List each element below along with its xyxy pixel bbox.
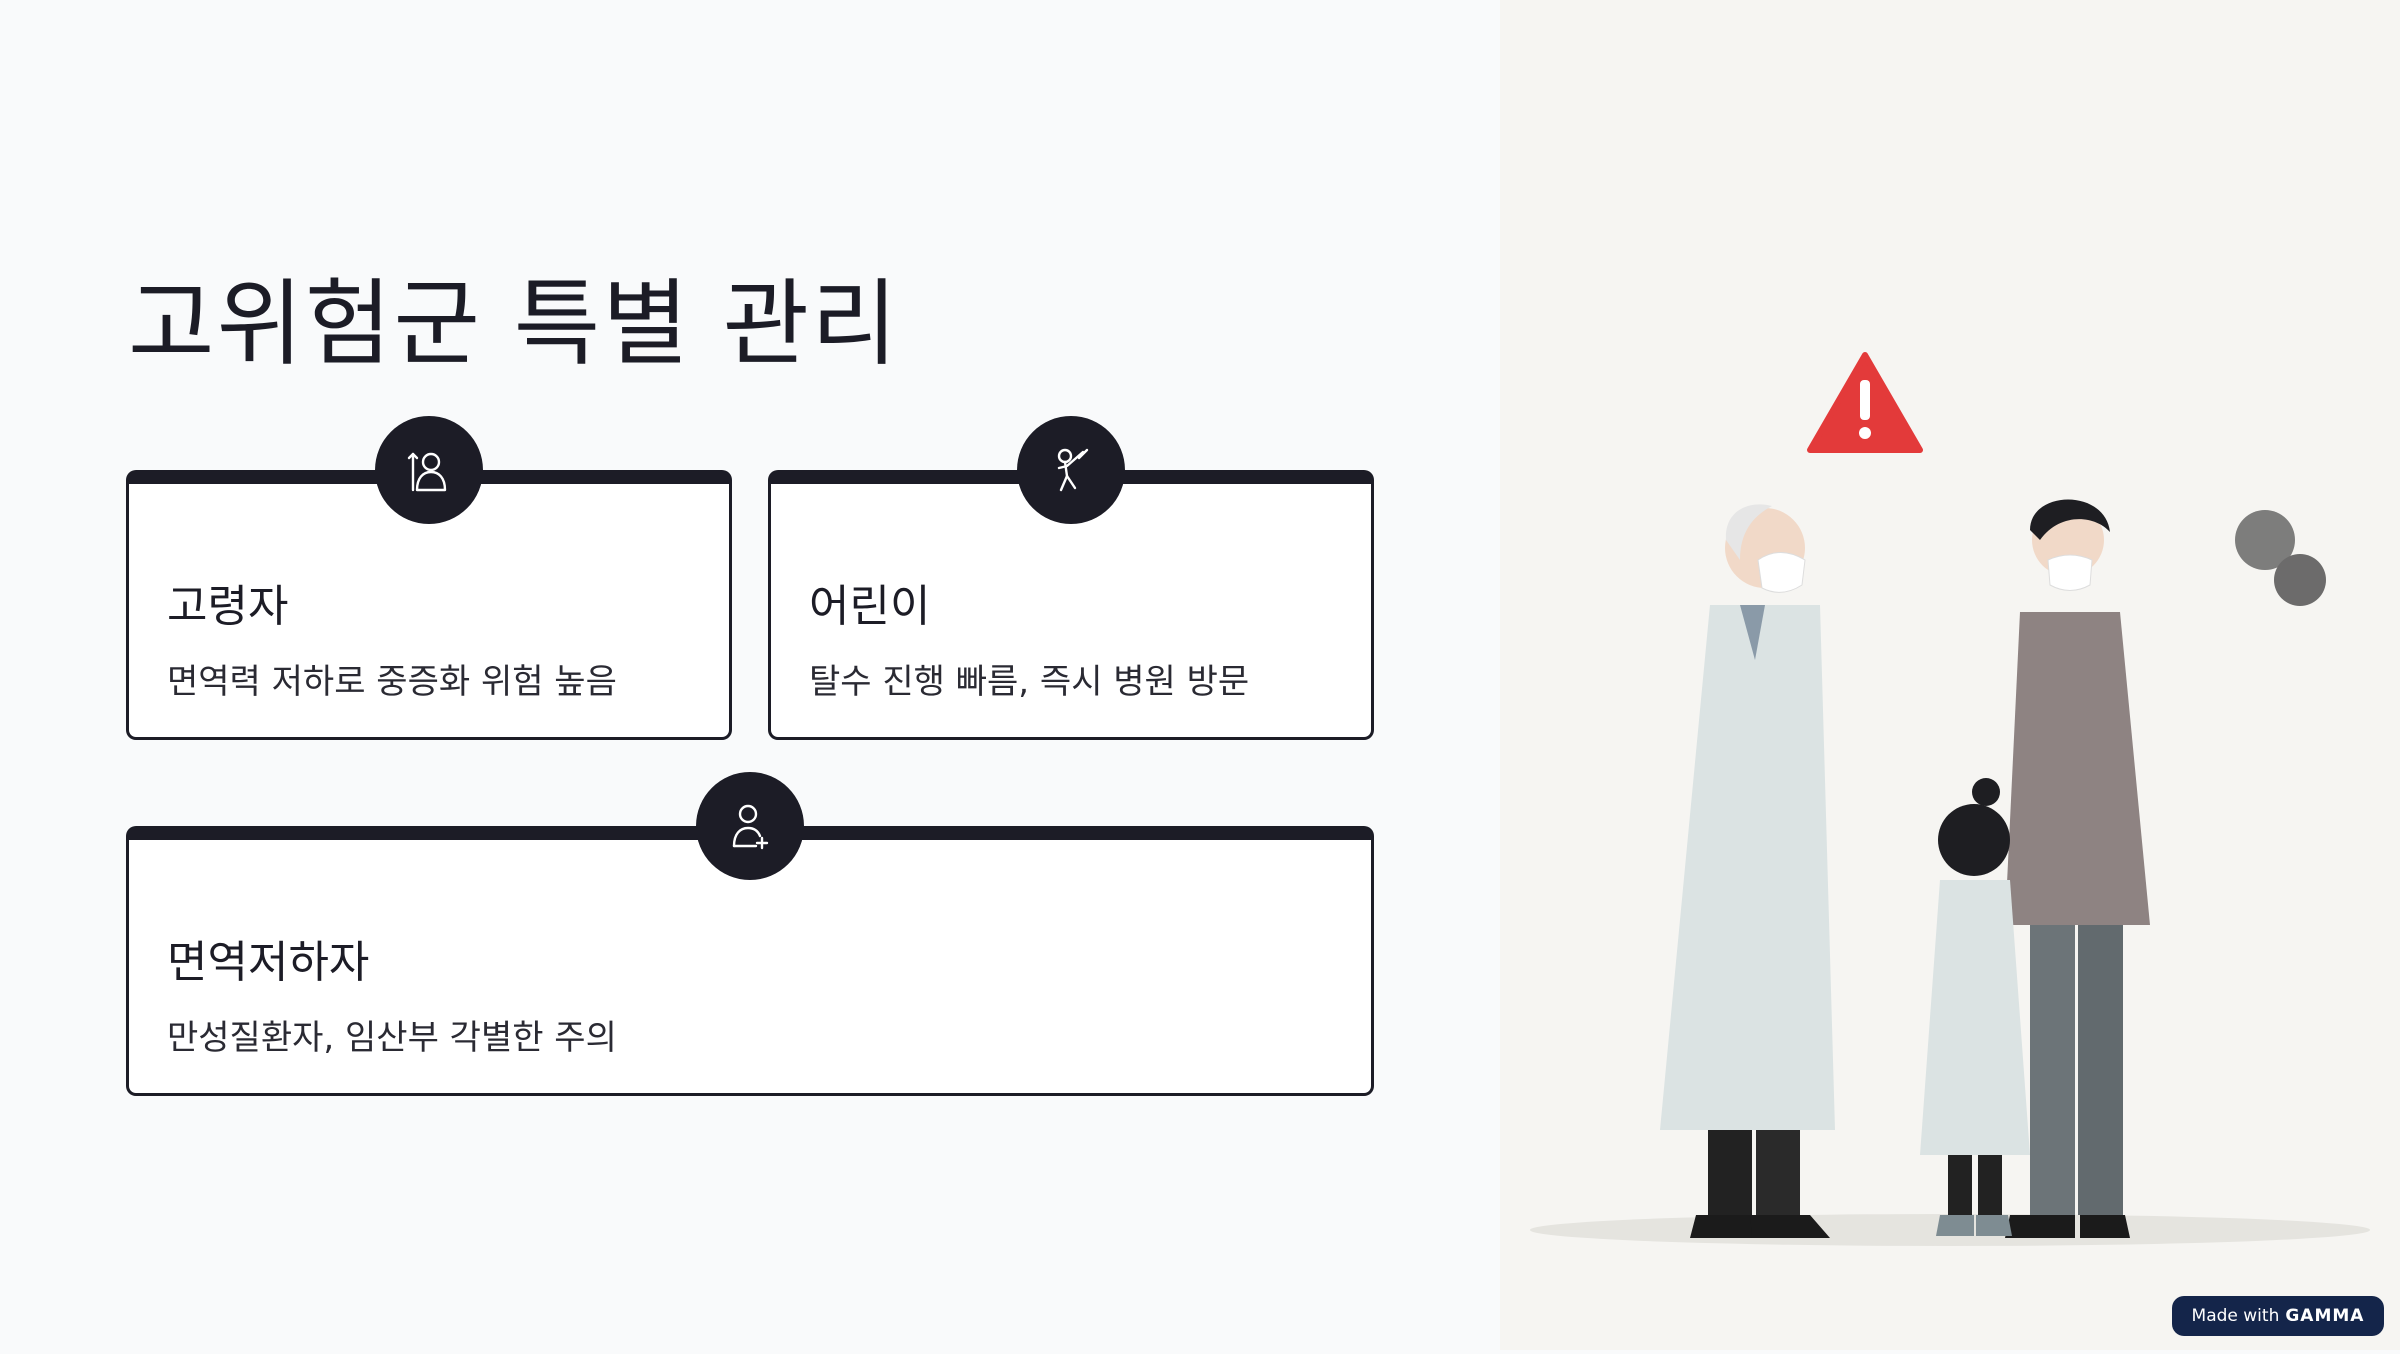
gamma-logo: GAMMA bbox=[2285, 1306, 2365, 1326]
card-elderly: 고령자 면역력 저하로 중증화 위험 높음 bbox=[126, 416, 732, 740]
card-description: 만성질환자, 임산부 각별한 주의 bbox=[167, 1018, 617, 1058]
man-figure bbox=[2005, 499, 2150, 1238]
card-description: 탈수 진행 빠름, 즉시 병원 방문 bbox=[809, 662, 1250, 702]
made-with-gamma-badge[interactable]: Made with GAMMA bbox=[2172, 1296, 2384, 1336]
slide-content: 고위험군 특별 관리 고령자 면역력 저하로 중증화 위험 높음 어린이 탈수 … bbox=[126, 270, 1374, 1096]
card-title: 고령자 bbox=[167, 581, 289, 632]
virus-icon bbox=[2235, 510, 2326, 606]
card-immunocompromised: 면역저하자 만성질환자, 임산부 각별한 주의 bbox=[126, 772, 1374, 1096]
elderly-person-icon bbox=[375, 416, 483, 524]
card-child: 어린이 탈수 진행 빠름, 즉시 병원 방문 bbox=[768, 416, 1374, 740]
family-illustration bbox=[1500, 0, 2400, 1350]
child-figure bbox=[1920, 778, 2030, 1236]
card-description: 면역력 저하로 중증화 위험 높음 bbox=[167, 662, 617, 702]
slide-title: 고위험군 특별 관리 bbox=[128, 270, 900, 379]
badge-prefix: Made with bbox=[2191, 1306, 2280, 1326]
elderly-man-figure bbox=[1660, 504, 1835, 1238]
patient-icon bbox=[696, 772, 804, 880]
child-icon bbox=[1017, 416, 1125, 524]
card-title: 어린이 bbox=[809, 581, 931, 632]
card-title: 면역저하자 bbox=[167, 937, 370, 988]
warning-icon bbox=[1807, 352, 1923, 453]
